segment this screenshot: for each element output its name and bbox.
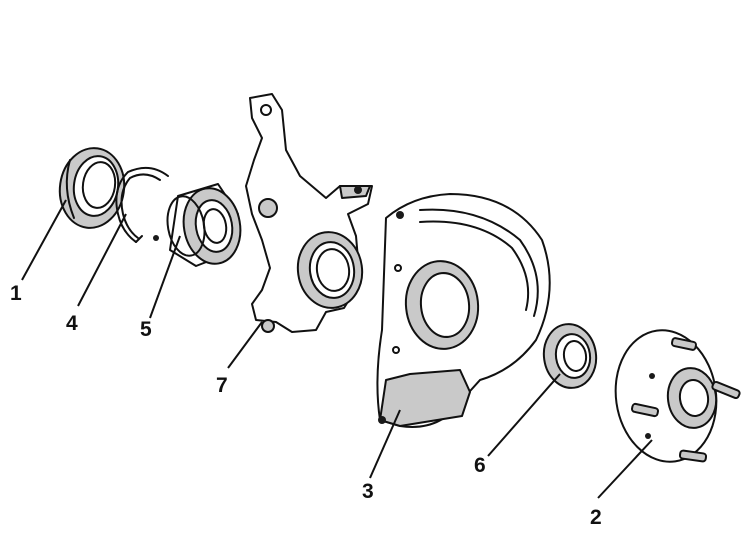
callout-2: 2 xyxy=(590,506,602,529)
leader-5 xyxy=(149,235,181,319)
part-4-circlip xyxy=(115,166,169,243)
leader-7 xyxy=(227,321,263,369)
part-5-wheel-bearing xyxy=(153,183,242,267)
callout-4: 4 xyxy=(66,312,78,335)
callout-1: 1 xyxy=(10,282,22,305)
leader-1 xyxy=(21,199,67,281)
callout-6: 6 xyxy=(474,454,486,477)
callout-3: 3 xyxy=(362,480,374,503)
part-2-wheel-hub xyxy=(614,329,741,463)
leader-lines xyxy=(21,199,653,499)
leader-4 xyxy=(77,213,127,307)
leader-6 xyxy=(487,373,561,457)
leader-2 xyxy=(597,439,653,499)
callout-7: 7 xyxy=(216,374,228,397)
leader-3 xyxy=(369,409,401,479)
part-3-dust-shield xyxy=(376,193,551,428)
callout-5: 5 xyxy=(140,318,152,341)
part-6-oil-seal xyxy=(542,323,598,389)
part-7-steering-knuckle xyxy=(245,93,373,333)
